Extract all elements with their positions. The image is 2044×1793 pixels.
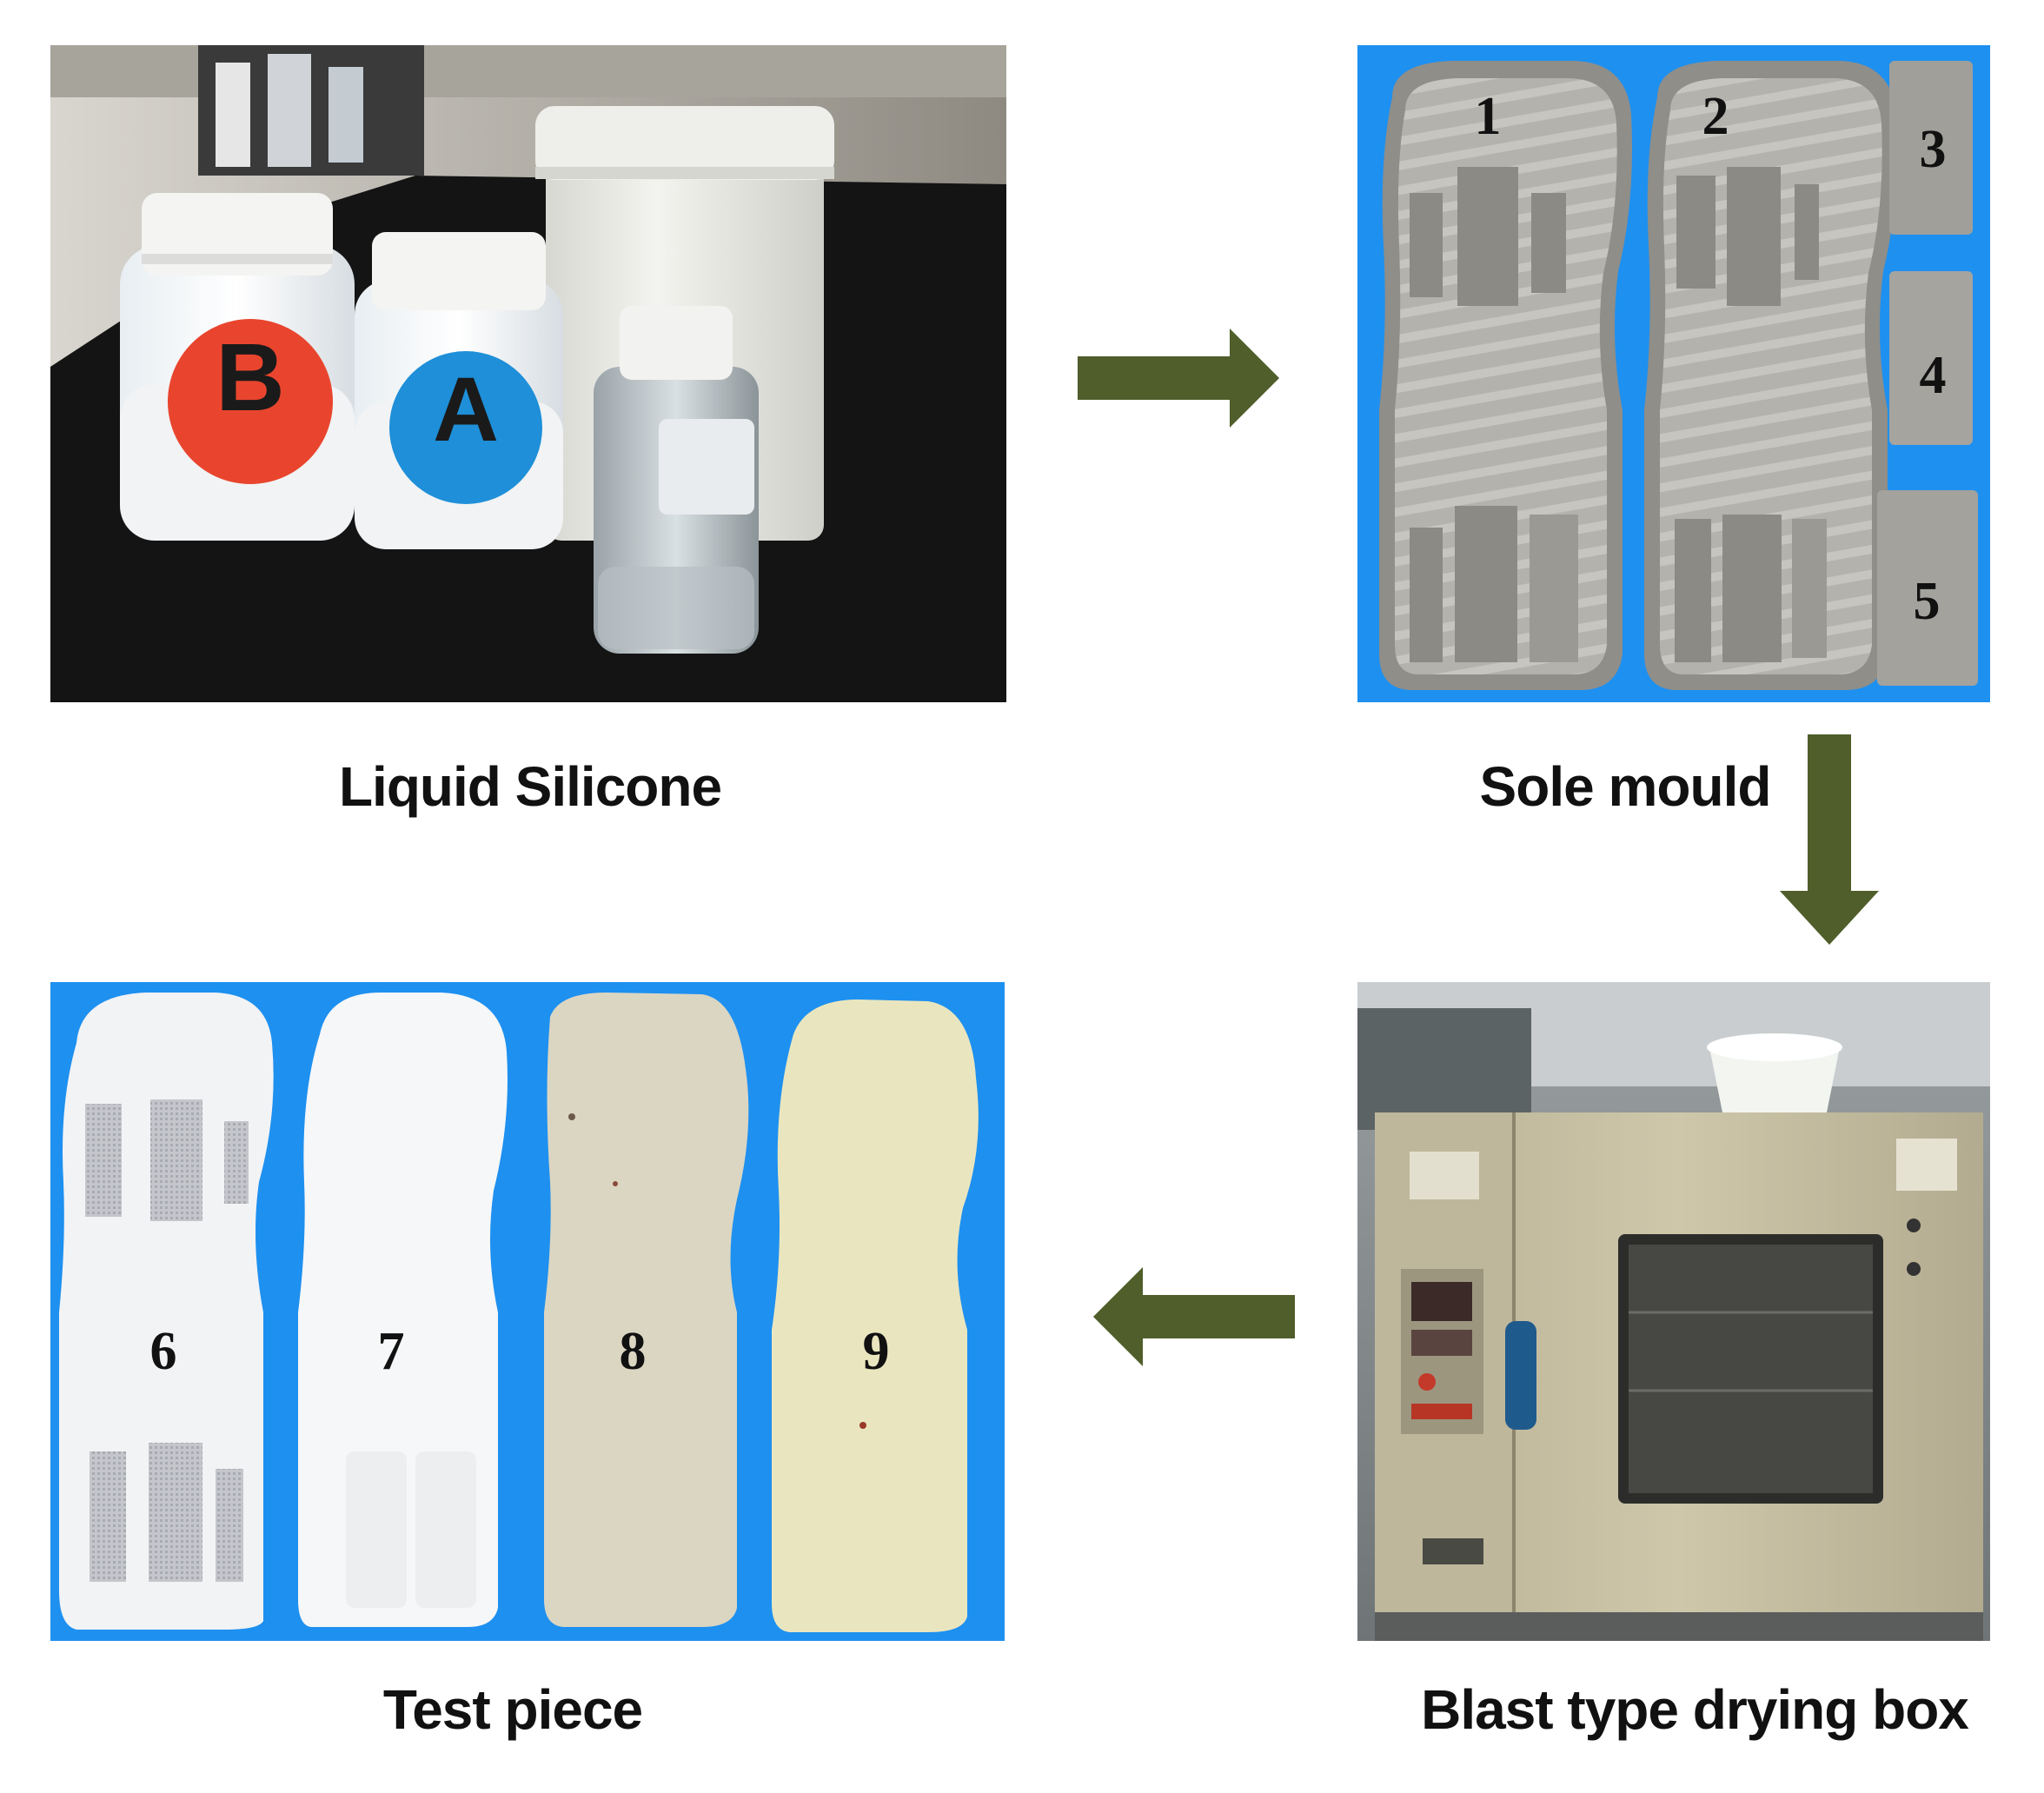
mould-number-2: 2 <box>1702 87 1729 146</box>
caption-test-piece: Test piece <box>382 1678 643 1741</box>
arrow-down-icon <box>1780 734 1879 945</box>
arrow-right-icon <box>1078 329 1279 428</box>
piece-number-6: 6 <box>150 1322 177 1381</box>
caption-sole-mould: Sole mould <box>1479 755 1772 818</box>
mould-number-5: 5 <box>1914 572 1941 631</box>
mould-number-1: 1 <box>1475 87 1502 146</box>
piece-number-9: 9 <box>863 1322 890 1381</box>
mould-number-4: 4 <box>1920 346 1947 405</box>
mould-number-3: 3 <box>1920 120 1947 179</box>
piece-number-8: 8 <box>620 1322 647 1381</box>
test-piece-photo: 6 7 8 9 <box>50 982 1005 1641</box>
bottle-b-label: B <box>216 324 284 431</box>
caption-liquid-silicone: Liquid Silicone <box>338 755 722 818</box>
sole-mould-photo: 1 2 3 4 5 <box>1357 45 1990 702</box>
piece-number-7: 7 <box>378 1322 405 1381</box>
drying-box-photo <box>1357 982 1990 1641</box>
caption-drying-box: Blast type drying box <box>1421 1678 1969 1741</box>
bottle-a-label: A <box>433 359 499 461</box>
liquid-silicone-photo: B A <box>50 45 1006 702</box>
arrow-left-icon <box>1093 1267 1295 1366</box>
